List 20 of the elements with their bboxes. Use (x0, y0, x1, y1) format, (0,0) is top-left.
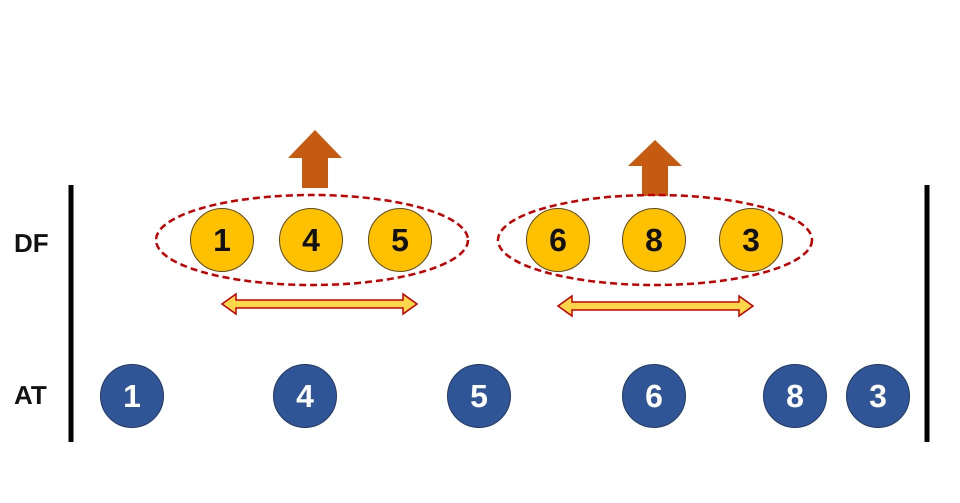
defender-circle (526, 208, 590, 272)
defender-circle (719, 208, 783, 272)
player-number: 4 (302, 224, 320, 256)
row-label: AT (14, 380, 47, 411)
player-number: 8 (645, 224, 663, 256)
group-ellipse (496, 193, 814, 287)
defender-circle (368, 208, 432, 272)
row-label: DF (14, 228, 49, 259)
player-number: 1 (213, 224, 231, 256)
player-number: 5 (470, 380, 488, 412)
player-number: 1 (123, 380, 141, 412)
group-ellipse (154, 193, 470, 287)
player-number: 4 (296, 380, 314, 412)
player-number: 6 (549, 224, 567, 256)
player-number: 3 (742, 224, 760, 256)
defender-circle (190, 208, 254, 272)
player-number: 8 (786, 380, 804, 412)
player-number: 6 (645, 380, 663, 412)
player-number: 5 (391, 224, 409, 256)
player-number: 3 (869, 380, 887, 412)
